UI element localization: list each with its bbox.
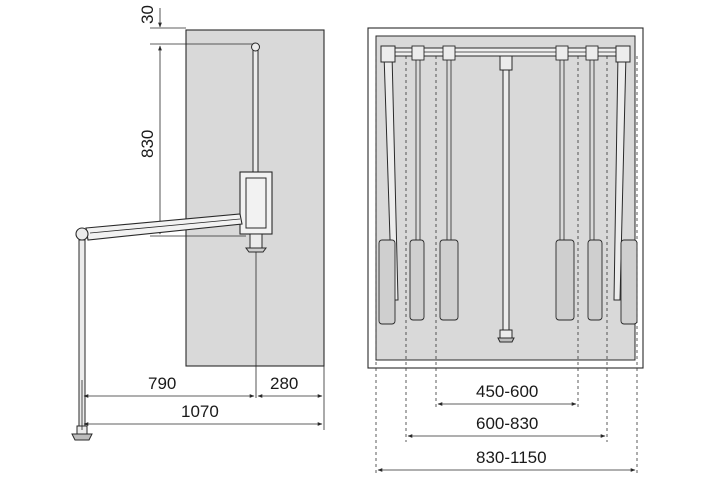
rod-top-cap <box>251 42 260 52</box>
center-rod-bracket <box>499 55 513 71</box>
inner-ghost-left <box>409 45 459 321</box>
lift-housing-inner <box>245 177 267 229</box>
center-rod-handle <box>497 337 515 343</box>
dim-1070-label: 1070 <box>181 402 219 421</box>
dim-280-label: 280 <box>270 374 298 393</box>
left-top-bracket <box>380 45 396 63</box>
center-rod-end <box>499 329 513 339</box>
arm-pivot-knob <box>75 227 89 241</box>
housing-bottom <box>249 233 263 249</box>
swing-arm-edge <box>89 218 241 234</box>
center-pull-rod <box>502 69 510 331</box>
dim-790-label: 790 <box>148 374 176 393</box>
dim-30-label: 30 <box>138 5 157 24</box>
right-outer-grip <box>620 239 638 325</box>
inner-ghost-right <box>555 45 603 321</box>
lift-rod <box>252 45 259 173</box>
side-view: 30 830 790 280 1070 <box>71 5 325 441</box>
lift-housing <box>239 171 273 235</box>
dim-600-830-label: 600-830 <box>476 414 538 433</box>
dim-830-label: 830 <box>138 130 157 158</box>
dim-450-600-label: 450-600 <box>476 382 538 401</box>
dim-830-1150-label: 830-1150 <box>476 448 547 467</box>
right-top-bracket <box>615 45 631 63</box>
housing-foot <box>245 247 267 253</box>
front-view: 450-600 600-830 830-1150 <box>367 27 644 476</box>
left-outer-grip <box>378 239 396 325</box>
hanger-rod-foot <box>71 433 93 441</box>
